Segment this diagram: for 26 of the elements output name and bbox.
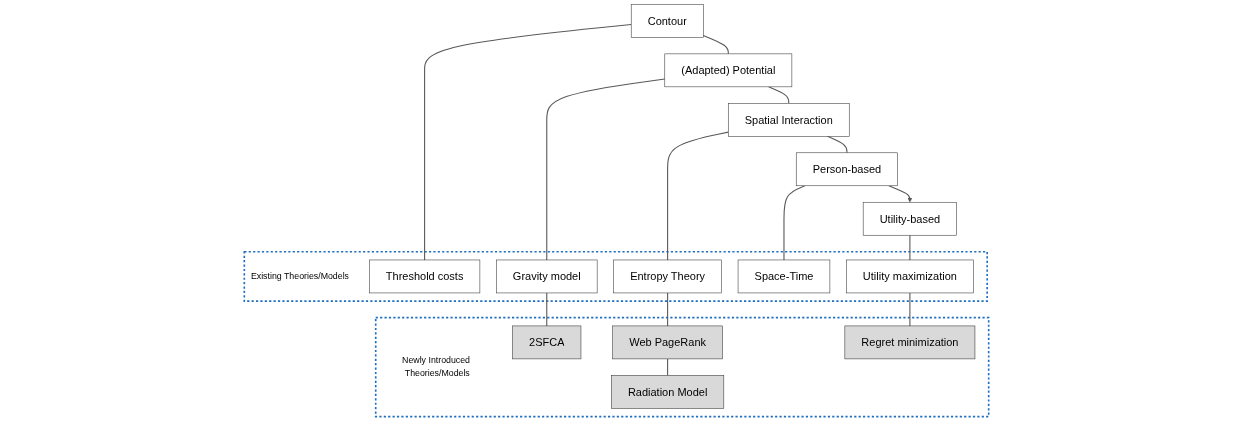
node-box: Regret minimization: [844, 325, 976, 360]
arrow: [888, 185, 913, 203]
node-box: Person-based: [795, 152, 898, 187]
node-box: Radiation Model: [611, 375, 725, 409]
node-box: Space-Time: [737, 259, 831, 294]
connector: [667, 292, 669, 327]
node-box: 2SFCA: [512, 325, 582, 360]
node-box: Gravity model: [496, 259, 598, 294]
node-box: Web PageRank: [612, 325, 723, 360]
connector: [909, 292, 911, 327]
connector: [702, 34, 729, 55]
node-box: Spatial Interaction: [728, 103, 850, 137]
connector: [546, 292, 548, 327]
connector: [827, 135, 848, 154]
node-box: Utility maximization: [846, 259, 974, 294]
connector: [909, 234, 911, 261]
node-box: (Adapted) Potential: [664, 53, 793, 88]
connector: [546, 78, 666, 261]
node-box: Threshold costs: [369, 259, 481, 294]
node-box: Entropy Theory: [613, 259, 722, 294]
connector: [424, 24, 632, 261]
node-box: Utility-based: [862, 202, 957, 236]
connector: [667, 131, 729, 261]
connector: [783, 185, 806, 261]
node-box: Contour: [630, 4, 704, 38]
connector: [768, 86, 790, 104]
